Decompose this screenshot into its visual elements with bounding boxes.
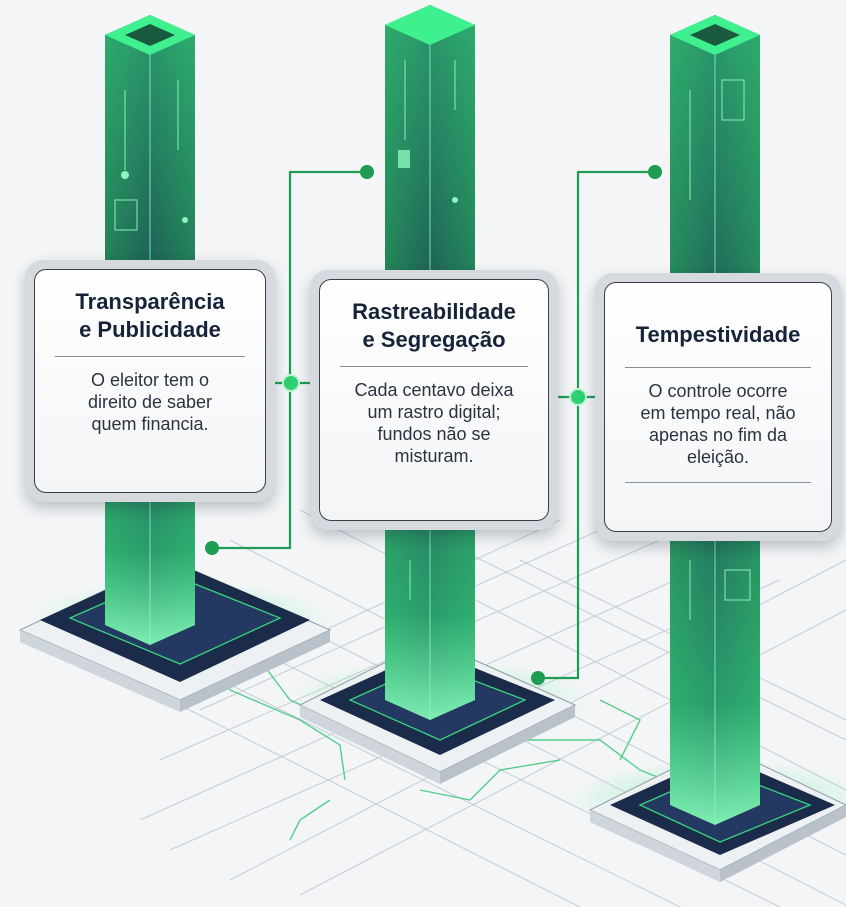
- card-inner: Transparência e Publicidade O eleitor te…: [34, 269, 266, 493]
- desc-line: quem financia.: [91, 414, 209, 434]
- desc-line: fundos não se: [377, 424, 491, 444]
- card-inner: Tempestividade O controle ocorre em temp…: [604, 282, 832, 532]
- card-transparencia: Transparência e Publicidade O eleitor te…: [25, 260, 275, 502]
- desc-line: Cada centavo deixa: [354, 380, 514, 400]
- card-rastreabilidade: Rastreabilidade e Segregação Cada centav…: [310, 270, 558, 530]
- connector-nodes: [205, 165, 662, 685]
- card-divider: [55, 356, 245, 357]
- card-description: O controle ocorre em tempo real, não ape…: [619, 380, 817, 468]
- card-title: Tempestividade: [619, 321, 817, 349]
- card-description: O eleitor tem o direito de saber quem fi…: [49, 369, 251, 435]
- card-title-line-1: Rastreabilidade: [352, 299, 516, 324]
- desc-line: O controle ocorre: [648, 381, 788, 401]
- desc-line: eleição.: [686, 447, 750, 467]
- desc-line: direito de saber: [87, 392, 213, 412]
- desc-line: misturam.: [394, 446, 474, 466]
- desc-line: O eleitor tem o: [90, 370, 210, 390]
- card-title-line-1: Transparência: [75, 289, 225, 314]
- card-tempestividade: Tempestividade O controle ocorre em temp…: [595, 273, 841, 541]
- card-title-line-2: e Segregação: [362, 327, 506, 352]
- desc-line: um rastro digital;: [367, 402, 501, 422]
- card-title: Rastreabilidade e Segregação: [334, 298, 534, 354]
- card-description: Cada centavo deixa um rastro digital; fu…: [334, 379, 534, 467]
- card-inner: Rastreabilidade e Segregação Cada centav…: [319, 279, 549, 521]
- card-title-line-1: Tempestividade: [635, 322, 801, 347]
- desc-line: em tempo real, não: [640, 403, 796, 423]
- card-title: Transparência e Publicidade: [49, 288, 251, 344]
- desc-line: apenas no fim da: [648, 425, 788, 445]
- card-divider: [340, 366, 528, 367]
- card-bottom-rule: [625, 482, 811, 483]
- card-title-line-2: e Publicidade: [79, 317, 221, 342]
- card-divider: [625, 367, 811, 368]
